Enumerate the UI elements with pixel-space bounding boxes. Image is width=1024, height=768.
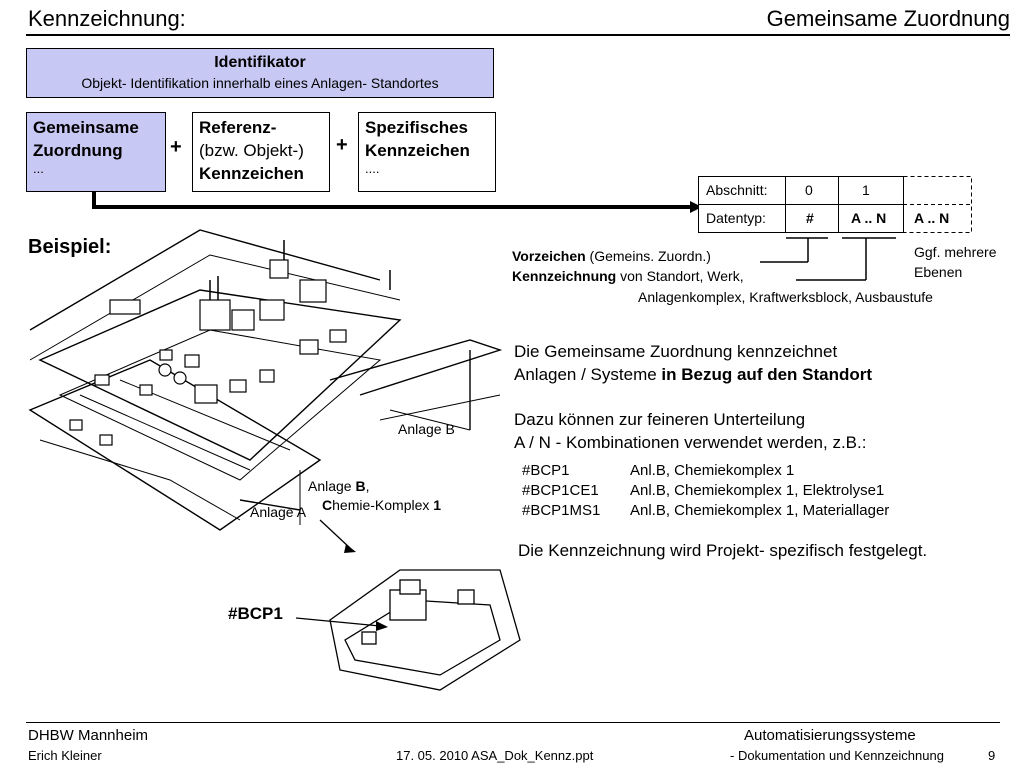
footer-page: 9 (988, 748, 996, 763)
callout-line1: Anlage B, (308, 478, 370, 494)
table-row: #BCP1 Anl.B, Chemiekomplex 1 (522, 461, 889, 481)
identifier-table (698, 176, 972, 233)
footer-course: Automatisierungssysteme (744, 727, 916, 744)
part-label: Kennzeichen (365, 141, 470, 160)
callout-text: , (365, 478, 370, 494)
plant-label-b: Anlage B (398, 421, 455, 437)
specific-box: Spezifisches Kennzeichen .... (358, 112, 496, 192)
connector-line (92, 192, 690, 209)
closing-statement: Die Kennzeichnung wird Projekt- spezifis… (518, 541, 928, 560)
identifier-title: Identifikator (214, 54, 306, 71)
explanation-line: Die Gemeinsame Zuordnung kennzeichnet (514, 342, 838, 361)
table-cell: A .. N (851, 210, 887, 226)
part-label: Gemeinsame (33, 118, 139, 137)
part-label: (bzw. Objekt-) (199, 141, 304, 160)
legend-designation: Kennzeichnung von Standort, Werk, (512, 268, 744, 284)
page-subtitle: Gemeinsame Zuordnung (766, 6, 1010, 31)
identifier-subtitle: Objekt- Identifikation innerhalb eines A… (81, 75, 439, 91)
table-label-datatype: Datentyp: (706, 210, 766, 226)
callout-bold: B (355, 478, 366, 494)
code-description: Anl.B, Chemiekomplex 1, Elektrolyse1 (630, 482, 885, 499)
legend-designation-line2: Anlagenkomplex, Kraftwerksblock, Ausbaus… (638, 289, 933, 305)
explanation-text: Anlagen / Systeme (514, 365, 662, 384)
table-cell: A .. N (914, 210, 950, 226)
table-row: #BCP1MS1 Anl.B, Chemiekomplex 1, Material… (522, 501, 889, 521)
legend-levels: Ggf. mehrere (914, 244, 997, 260)
example-label: Beispiel: (28, 236, 112, 258)
callout-text: Anlage (308, 478, 356, 494)
code-description: Anl.B, Chemiekomplex 1, Materiallager (630, 502, 890, 519)
footer-topic: - Dokumentation und Kennzeichnung (730, 748, 944, 763)
table-row: #BCP1CE1 Anl.B, Chemiekomplex 1, Elektrol… (522, 481, 889, 501)
legend-prefix: Vorzeichen (Gemeins. Zuordn.) (512, 248, 711, 264)
part-label: Kennzeichen (199, 164, 304, 183)
callout-bold: 1 (433, 497, 442, 513)
explanation-bold: in Bezug auf den Standort (661, 365, 873, 384)
table-cell: 0 (805, 182, 813, 198)
code: #BCP1MS1 (522, 502, 601, 519)
code-description: Anl.B, Chemiekomplex 1 (630, 462, 795, 479)
callout-text: hemie-Komplex (332, 497, 434, 513)
footer-file: 17. 05. 2010 ASA_Dok_Kennz.ppt (396, 748, 594, 763)
footer-author: Erich Kleiner (28, 748, 102, 763)
arrow-head-icon (690, 201, 702, 213)
part-label: Zuordnung (33, 141, 123, 160)
explanation-line: Anlagen / Systeme in Bezug auf den Stand… (514, 365, 872, 385)
code: #BCP1CE1 (522, 482, 599, 499)
reference-box: Referenz- (bzw. Objekt-) Kennzeichen (192, 112, 330, 192)
detail-code-label: #BCP1 (228, 604, 283, 623)
legend-term: Kennzeichnung (512, 268, 617, 284)
legend-levels-line2: Ebenen (914, 264, 963, 280)
part-label: Spezifisches (365, 118, 468, 137)
explanation-line: Dazu können zur feineren Unterteilung (514, 410, 806, 429)
plant-label-a: Anlage A (250, 504, 307, 520)
legend-text: (Gemeins. Zuordn.) (585, 248, 711, 264)
callout-line2: Chemie-Komplex 1 (322, 497, 441, 513)
footer-divider (26, 722, 1000, 723)
table-label-section: Abschnitt: (706, 182, 768, 198)
page-title: Kennzeichnung: (28, 6, 186, 31)
footer-org: DHBW Mannheim (28, 727, 149, 744)
common-assignment-box: Gemeinsame Zuordnung ... (26, 112, 166, 192)
explanation-line: A / N - Kombinationen verwendet werden, … (514, 433, 867, 452)
part-ellipsis: ... (33, 161, 44, 176)
plus-sign: + (170, 136, 182, 158)
legend-term: Vorzeichen (512, 248, 586, 264)
part-label: Referenz- (199, 118, 277, 137)
table-cell: # (806, 210, 814, 226)
callout-bold: C (322, 497, 333, 513)
identifier-box: Identifikator Objekt- Identifikation inn… (26, 48, 494, 98)
table-cell: 1 (862, 182, 870, 198)
legend-text: von Standort, Werk, (616, 268, 744, 284)
title-divider (26, 34, 1010, 36)
code: #BCP1 (522, 462, 570, 479)
part-ellipsis: .... (365, 161, 380, 176)
plus-sign: + (336, 134, 348, 156)
